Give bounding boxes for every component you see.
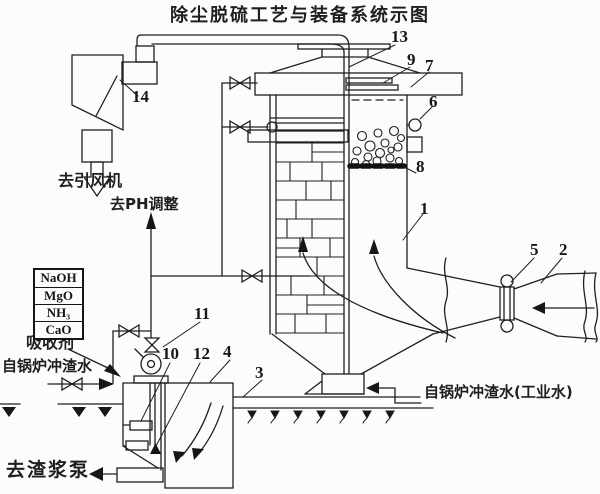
absorbent-option-naoh: NaOH [40, 270, 77, 285]
absorber-tower [247, 43, 463, 395]
boiler-water-line [0, 376, 123, 417]
absorbent-leader [67, 348, 121, 377]
packing-balls [350, 125, 406, 169]
vertical-valve [143, 337, 161, 353]
water-level-mark [2, 407, 16, 417]
up-arrow [146, 212, 156, 229]
agitator-box [129, 420, 153, 431]
part-label-12: 12 [193, 344, 210, 363]
side-stub [406, 136, 423, 153]
valve [241, 268, 263, 284]
break-line [582, 270, 588, 343]
mist-eliminator-plate [345, 77, 393, 84]
cone-outlet-box [321, 373, 365, 395]
absorbent-option-mgo: MgO [35, 287, 82, 304]
part-label-2: 2 [559, 240, 568, 259]
part-label-3: 3 [255, 363, 264, 382]
rain-cap [297, 43, 391, 50]
boiler-water-label: 自锅炉冲渣水 [2, 357, 93, 375]
part-label-11: 11 [194, 304, 211, 323]
part-label-10: 10 [162, 344, 179, 363]
valve [229, 119, 251, 135]
to-slag-pump-label: 去渣浆泵 [6, 459, 91, 481]
slurry-feed-piping [112, 75, 345, 384]
hood [269, 56, 421, 74]
to-fan-label: 去引风机 [58, 171, 123, 190]
gas-flow-arrow [532, 302, 545, 314]
spray-flange [266, 121, 278, 133]
slag-pump-line [89, 467, 118, 481]
part-label-4: 4 [223, 342, 232, 361]
agitator-box [125, 440, 149, 451]
cyclone-separator [71, 54, 124, 198]
industrial-water-line [366, 382, 422, 404]
flange [247, 129, 349, 143]
part-label-7: 7 [425, 56, 434, 75]
throat [499, 286, 515, 321]
water-level-mark [98, 407, 112, 417]
absorbent-option-cao: CaO [35, 321, 82, 338]
industrial-water-label: 自锅炉冲渣水(工业水) [424, 383, 573, 401]
absorbent-options-table: NaOH MgO NH₃ CaO [33, 268, 84, 340]
part-label-9: 9 [407, 50, 416, 69]
mixing-tank [164, 382, 234, 489]
part-label-14: 14 [132, 87, 149, 106]
slurry-tank-pump [116, 337, 169, 483]
part-label-8: 8 [416, 157, 425, 176]
to-ph-adjust-label: 去PH调整 [110, 195, 179, 213]
gas-flow-streamlines [298, 236, 456, 339]
foot-valve [150, 443, 161, 454]
venturi-inlet [406, 257, 599, 343]
leader-lines [119, 44, 563, 447]
valve [61, 376, 83, 392]
pump-body [140, 353, 162, 375]
break-line [593, 272, 599, 343]
slurry-trough [232, 396, 434, 424]
valve [229, 75, 251, 91]
break-line [443, 257, 449, 343]
diagram-title: 除尘脱硫工艺与装备系统示图 [170, 5, 430, 26]
part-label-5: 5 [530, 240, 539, 259]
absorbent-option-nh3: NH₃ [35, 304, 82, 321]
part-label-13: 13 [391, 27, 408, 46]
tank-outlet-pipe [116, 467, 164, 483]
mist-eliminator-plate [345, 84, 399, 91]
side-nozzle [408, 118, 422, 132]
part-label-6: 6 [429, 92, 438, 111]
top-header-box [254, 72, 463, 96]
water-level-mark [72, 407, 86, 417]
down-arrow-outline [82, 161, 112, 198]
brick-packing [275, 142, 345, 334]
valve [118, 323, 140, 339]
part-label-1: 1 [420, 199, 429, 218]
